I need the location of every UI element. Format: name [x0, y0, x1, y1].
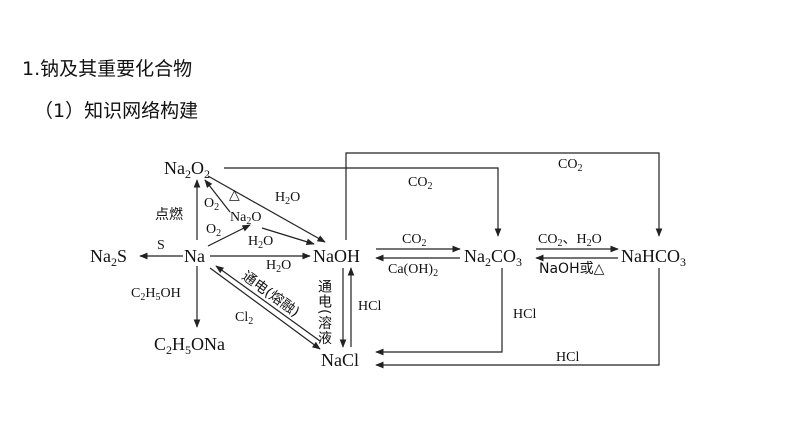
label-na-na2o2-o2: O2: [204, 196, 219, 213]
label-na-na2o2-heat: △: [229, 188, 240, 203]
subsection-heading: （1）知识网络构建: [34, 100, 199, 122]
arrow-na2o2-to-na2co3: [224, 167, 502, 237]
node-na2co3: Na2CO3: [464, 246, 522, 269]
label-na-na2s-s: S: [157, 238, 165, 253]
arrow-na-to-nacl: [209, 267, 321, 350]
label-nahco3-nacl-hcl: HCl: [556, 350, 579, 365]
label-naoh-na2co3-co2: CO2: [402, 232, 426, 249]
label-na2o2-nahco3-co2: CO2: [558, 157, 582, 174]
label-na-na2o-o2: O2: [206, 222, 221, 239]
arrow-na2o-to-na2o2: [204, 179, 231, 213]
node-na: Na: [184, 246, 205, 266]
label-na-naoh-h2o: H2O: [266, 258, 291, 275]
label-nacl-naoh-electrolysis: 通电(溶液: [316, 279, 332, 345]
label-na2o2-naoh-h2o: H2O: [275, 190, 300, 207]
arrow-na2o-to-naoh: [261, 227, 315, 245]
label-na2co3-naoh-caoh2: Ca(OH)2: [388, 262, 438, 279]
node-na2s: Na2S: [90, 246, 127, 269]
label-na2co3-nacl-hcl: HCl: [513, 307, 536, 322]
arrow-naoh-to-nahco3: [345, 152, 663, 240]
arrow-nahco3-to-nacl: [375, 268, 660, 369]
label-na-c2h5ona-reagent: C2H5OH: [131, 286, 181, 303]
node-nacl: NaCl: [321, 350, 359, 370]
node-c2h5ona: C2H5ONa: [154, 334, 225, 357]
label-na-na2o2-ignite: 点燃: [155, 206, 183, 223]
arrow-na2co3-to-nacl: [375, 268, 503, 356]
label-na2o-naoh-h2o: H2O: [248, 234, 273, 251]
label-na2o2-na2co3-co2: CO2: [408, 175, 432, 192]
arrow-nacl-to-na: [215, 265, 321, 342]
label-na-nacl-cl2: Cl2: [235, 310, 253, 327]
node-na2o: Na2O: [230, 210, 261, 227]
section-heading: 1.钠及其重要化合物: [22, 58, 193, 80]
label-nahco3-na2co3-reagent: NaOH或△: [539, 261, 605, 277]
node-na2o2: Na2O2: [164, 158, 210, 181]
label-naoh-nacl-hcl: HCl: [358, 299, 381, 314]
node-naoh: NaOH: [313, 246, 360, 266]
node-nahco3: NaHCO3: [621, 246, 686, 269]
arrow-na-to-na2o: [207, 224, 251, 247]
label-na2co3-nahco3-reagents: CO2、H2O: [538, 231, 602, 249]
arrow-na2o2-to-naoh: [207, 175, 326, 243]
